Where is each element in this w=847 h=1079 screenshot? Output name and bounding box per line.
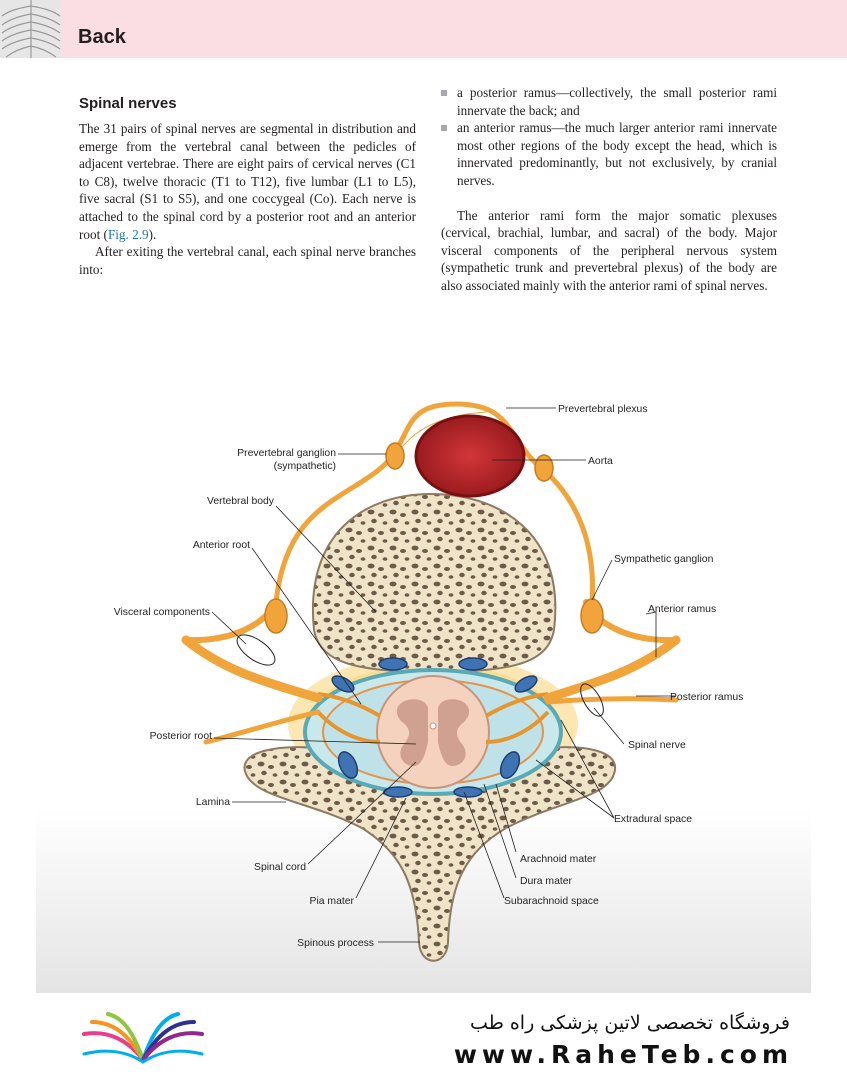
label-pia-mater: Pia mater <box>310 896 355 907</box>
label-extradural-space: Extradural space <box>614 814 692 825</box>
label-vertebral-body: Vertebral body <box>207 496 275 507</box>
paragraph-branches: After exiting the vertebral canal, each … <box>79 244 416 277</box>
label-sympathetic-ganglion: Sympathetic ganglion <box>614 554 714 565</box>
store-name: فروشگاه تخصصی لاتین پزشکی راه طب <box>470 1012 790 1034</box>
label-anterior-ramus: Anterior ramus <box>648 604 716 615</box>
label-anterior-root: Anterior root <box>193 540 250 551</box>
label-spinous-process: Spinous process <box>297 938 374 949</box>
store-url[interactable]: www.RaheTeb.com <box>453 1040 793 1069</box>
figure-illustration: Prevertebral plexus Prevertebral ganglio… <box>36 382 811 993</box>
page-header: Back <box>0 0 847 58</box>
list-item: an anterior ramus—the much larger anteri… <box>441 119 777 189</box>
label-posterior-root: Posterior root <box>150 731 212 742</box>
label-visceral-components: Visceral components <box>114 607 210 618</box>
label-spinal-nerve: Spinal nerve <box>628 740 686 751</box>
label-prevertebral-ganglion-sub: (sympathetic) <box>274 461 336 472</box>
label-aorta: Aorta <box>588 456 613 467</box>
label-prevertebral-ganglion: Prevertebral ganglion <box>237 448 336 459</box>
label-arachnoid-mater: Arachnoid mater <box>520 854 597 865</box>
label-spinal-cord: Spinal cord <box>254 862 306 873</box>
book-logo-icon <box>78 1010 208 1068</box>
label-dura-mater: Dura mater <box>520 876 573 887</box>
branch-list: a posterior ramus—collectively, the smal… <box>441 84 777 190</box>
list-item: a posterior ramus—collectively, the smal… <box>441 84 777 119</box>
spinal-nerve-figure: Prevertebral plexus Prevertebral ganglio… <box>36 382 811 993</box>
article-heading: Spinal nerves <box>79 95 177 112</box>
label-prevertebral-plexus: Prevertebral plexus <box>558 404 648 415</box>
paragraph-text: The 31 pairs of spinal nerves are segmen… <box>79 121 416 242</box>
figure-link[interactable]: Fig. 2.9 <box>107 226 149 242</box>
section-title: Back <box>78 26 126 48</box>
paragraph-plexuses: The anterior rami form the major somatic… <box>441 207 777 293</box>
label-posterior-ramus: Posterior ramus <box>670 692 743 703</box>
label-subarachnoid-space: Subarachnoid space <box>504 896 599 907</box>
paragraph-text-end: ). <box>148 226 157 242</box>
spine-thumbnail <box>0 0 62 58</box>
label-lamina: Lamina <box>196 797 230 808</box>
left-column: The 31 pairs of spinal nerves are segmen… <box>79 120 416 278</box>
right-column: a posterior ramus—collectively, the smal… <box>441 84 777 295</box>
paragraph-spinal-nerves: The 31 pairs of spinal nerves are segmen… <box>79 120 416 243</box>
